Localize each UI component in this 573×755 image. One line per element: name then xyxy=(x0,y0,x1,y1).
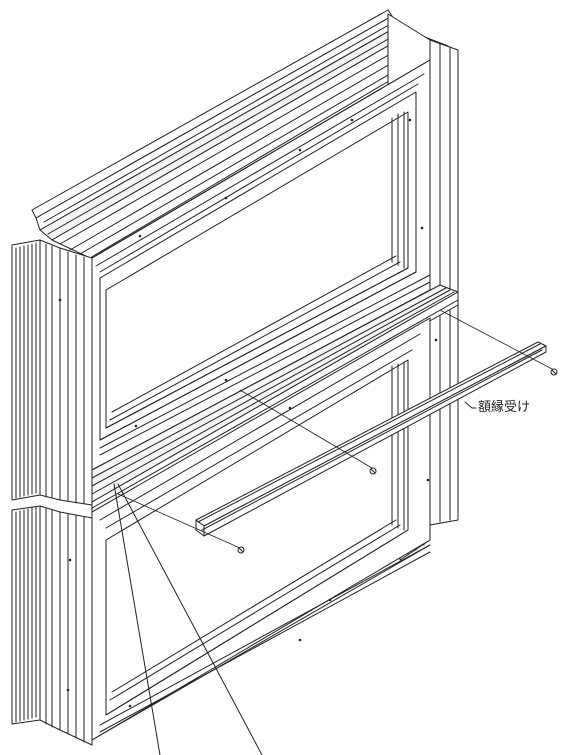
screw-icon xyxy=(550,368,558,376)
middle-transom-rail xyxy=(91,284,459,513)
upper-window-frame xyxy=(91,59,431,471)
screw-icon xyxy=(237,546,245,554)
callout-leader xyxy=(464,401,477,409)
left-side-jamb-lower xyxy=(11,505,93,746)
screw-guide-lines xyxy=(117,309,555,549)
callout-label: 額縁受け xyxy=(478,400,531,415)
detail-pointer-lines xyxy=(113,483,263,755)
left-side-jamb-upper xyxy=(11,239,93,506)
frame-fastener-dots xyxy=(58,118,438,708)
screw-icon xyxy=(369,467,377,475)
top-frame-rail xyxy=(31,9,449,259)
sill-receiver-strip xyxy=(195,341,547,537)
